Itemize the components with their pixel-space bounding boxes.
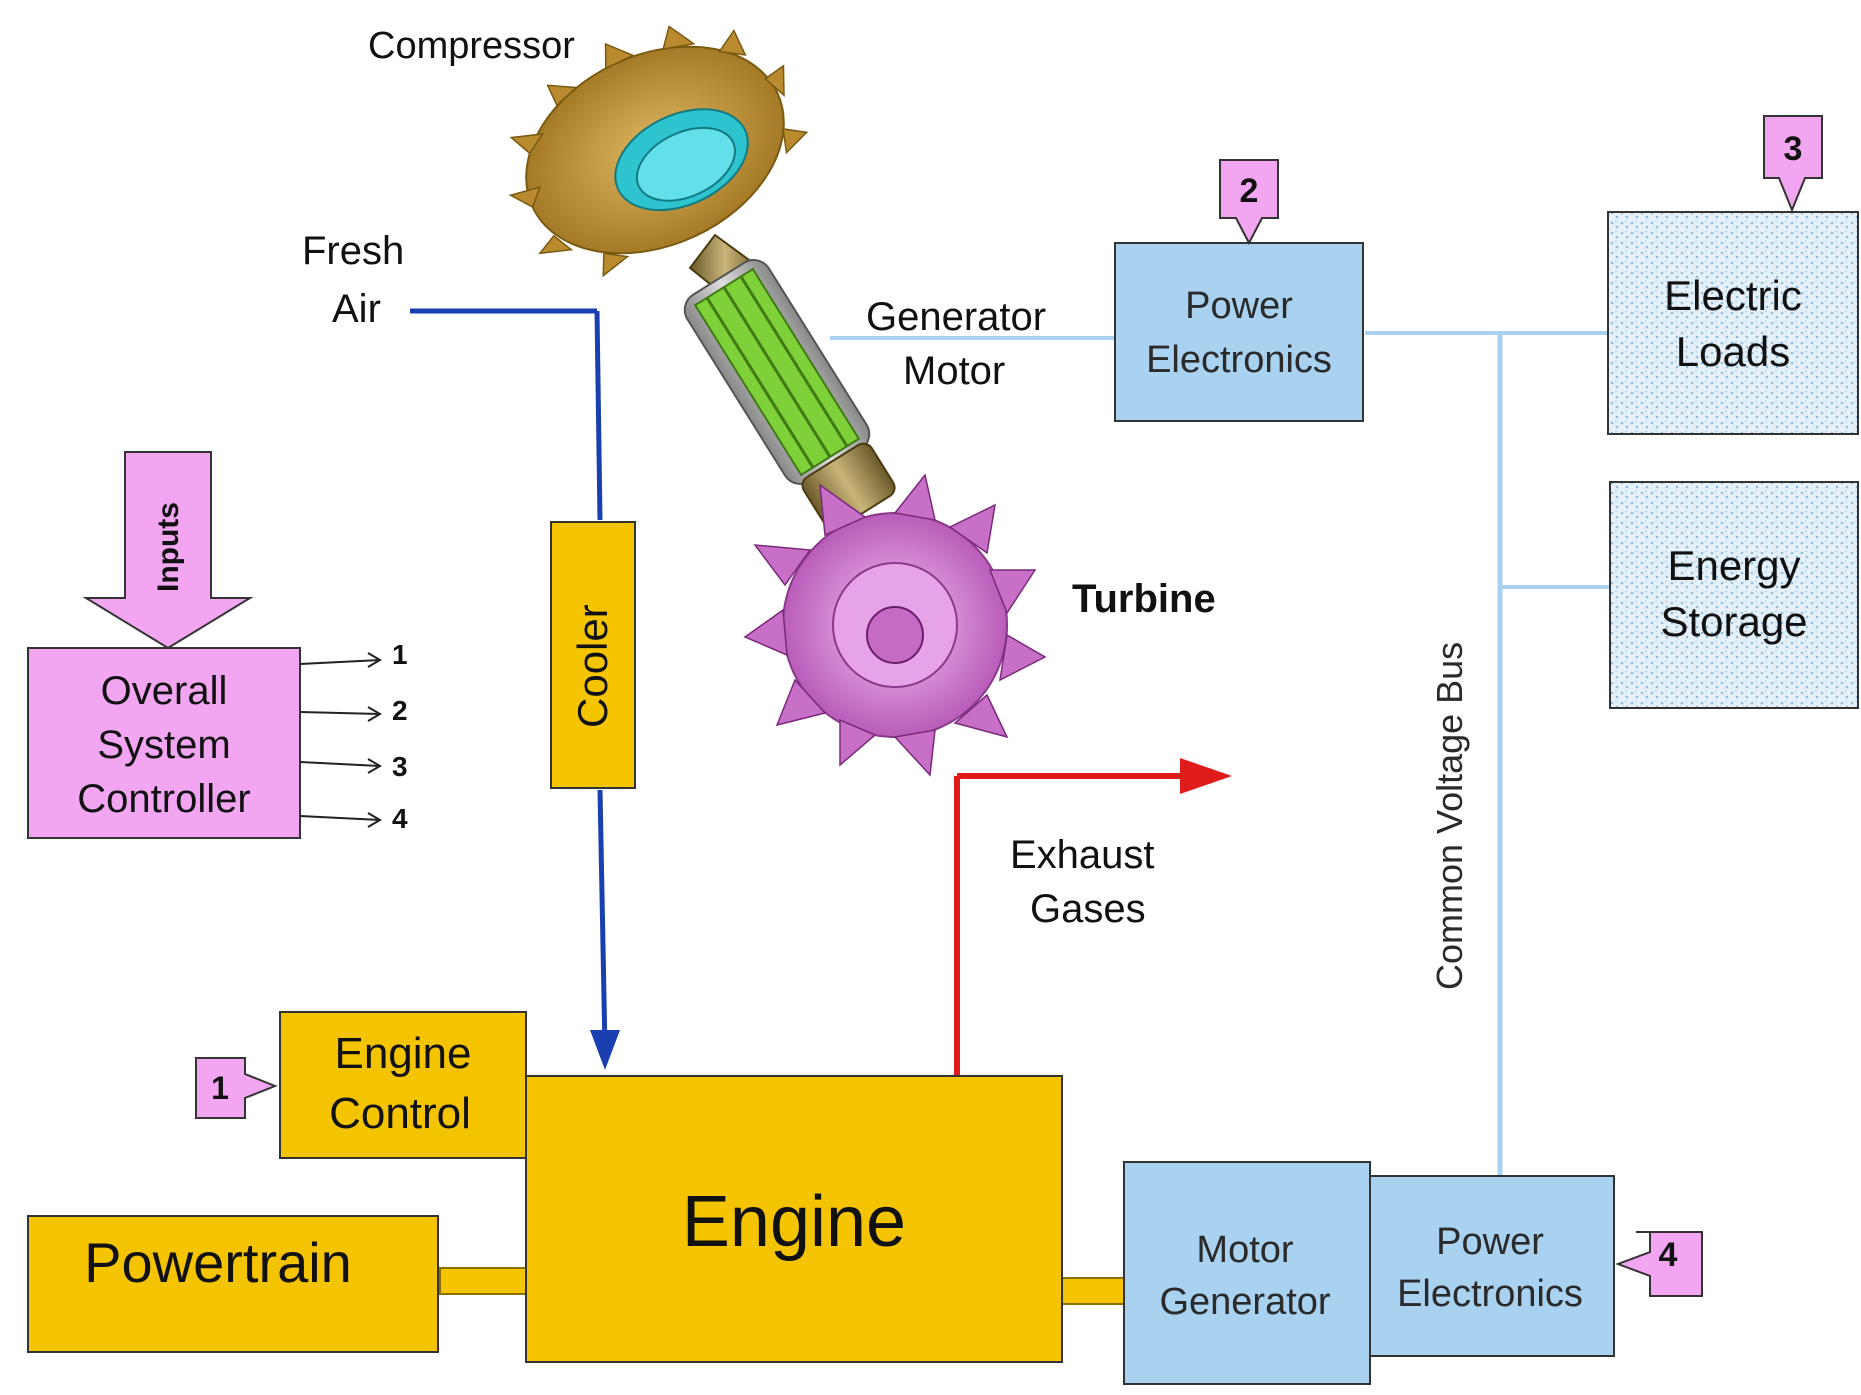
cooler-block: Cooler bbox=[550, 521, 636, 789]
electric-loads-block: Electric Loads bbox=[1607, 211, 1859, 435]
marker-3-label: 3 bbox=[1784, 130, 1803, 168]
inputs-arrow: Inputs bbox=[82, 451, 254, 650]
generator-motor-label-2: Motor bbox=[903, 349, 1005, 393]
power-electronics-bottom: Power Electronics bbox=[1369, 1175, 1615, 1357]
output-3-label: 3 bbox=[392, 751, 408, 782]
marker-3: 3 bbox=[1763, 115, 1823, 213]
motor-gen-label-2: Generator bbox=[1159, 1281, 1330, 1323]
engine-control-block: Engine Control bbox=[279, 1011, 527, 1159]
air-arrowhead bbox=[590, 1030, 620, 1070]
output-1-label: 1 bbox=[392, 639, 408, 670]
engine-label: Engine bbox=[682, 1182, 906, 1262]
output-4-label: 4 bbox=[392, 803, 408, 834]
marker-2: 2 bbox=[1219, 159, 1279, 246]
controller-label-2: System bbox=[97, 723, 230, 767]
turbine-wheel bbox=[743, 473, 1047, 777]
controller-outputs bbox=[299, 652, 382, 828]
engine-control-label-2: Control bbox=[329, 1089, 471, 1138]
engine-block: Engine bbox=[525, 1075, 1063, 1363]
mechanical-shafts bbox=[439, 1267, 1125, 1305]
compressor-label: Compressor bbox=[368, 25, 575, 67]
pe-bottom-label-1: Power bbox=[1436, 1221, 1544, 1263]
common-voltage-bus-label: Common Voltage Bus bbox=[1429, 642, 1470, 990]
exhaust-label-1: Exhaust bbox=[1010, 833, 1155, 877]
exhaust-arrowhead bbox=[1180, 758, 1232, 794]
inputs-label: Inputs bbox=[152, 502, 185, 592]
powertrain-label: Powertrain bbox=[84, 1231, 352, 1294]
exhaust-label-2: Gases bbox=[1030, 887, 1146, 931]
generator-motor-label-1: Generator bbox=[866, 295, 1046, 339]
common-voltage-bus bbox=[1365, 331, 1610, 1175]
pe-bottom-label-2: Electronics bbox=[1397, 1273, 1583, 1315]
fresh-air-label-2: Air bbox=[332, 287, 381, 331]
electric-loads-label-1: Electric bbox=[1664, 272, 1802, 319]
motor-generator-block: Motor Generator bbox=[1123, 1161, 1371, 1385]
electric-loads-label-2: Loads bbox=[1676, 328, 1790, 375]
pe-top-label-1: Power bbox=[1185, 285, 1293, 327]
pe-top-label-2: Electronics bbox=[1146, 339, 1332, 381]
turbine-label: Turbine bbox=[1072, 577, 1216, 621]
engine-control-label-1: Engine bbox=[334, 1029, 471, 1078]
energy-storage-label-2: Storage bbox=[1660, 598, 1807, 645]
turbocharger-graphic bbox=[508, 25, 1047, 777]
compressor-wheel bbox=[508, 25, 809, 278]
marker-1-label: 1 bbox=[211, 1070, 229, 1106]
energy-storage-label-1: Energy bbox=[1667, 542, 1800, 589]
marker-4-label: 4 bbox=[1659, 1236, 1678, 1274]
output-2-label: 2 bbox=[392, 695, 408, 726]
power-electronics-top: Power Electronics bbox=[1114, 242, 1364, 422]
powertrain-block: Powertrain bbox=[27, 1215, 439, 1353]
marker-2-label: 2 bbox=[1240, 172, 1259, 210]
fresh-air-line bbox=[410, 308, 620, 1070]
controller-label-1: Overall bbox=[101, 669, 228, 713]
exhaust-line bbox=[954, 758, 1232, 1075]
marker-4: 4 bbox=[1615, 1231, 1703, 1297]
cooler-label: Cooler bbox=[569, 604, 616, 728]
motor-gen-label-1: Motor bbox=[1196, 1229, 1293, 1271]
marker-1: 1 bbox=[195, 1057, 278, 1119]
overall-system-controller: Overall System Controller bbox=[27, 647, 301, 839]
fresh-air-label-1: Fresh bbox=[302, 229, 404, 273]
energy-storage-block: Energy Storage bbox=[1609, 481, 1859, 709]
controller-label-3: Controller bbox=[77, 777, 250, 821]
